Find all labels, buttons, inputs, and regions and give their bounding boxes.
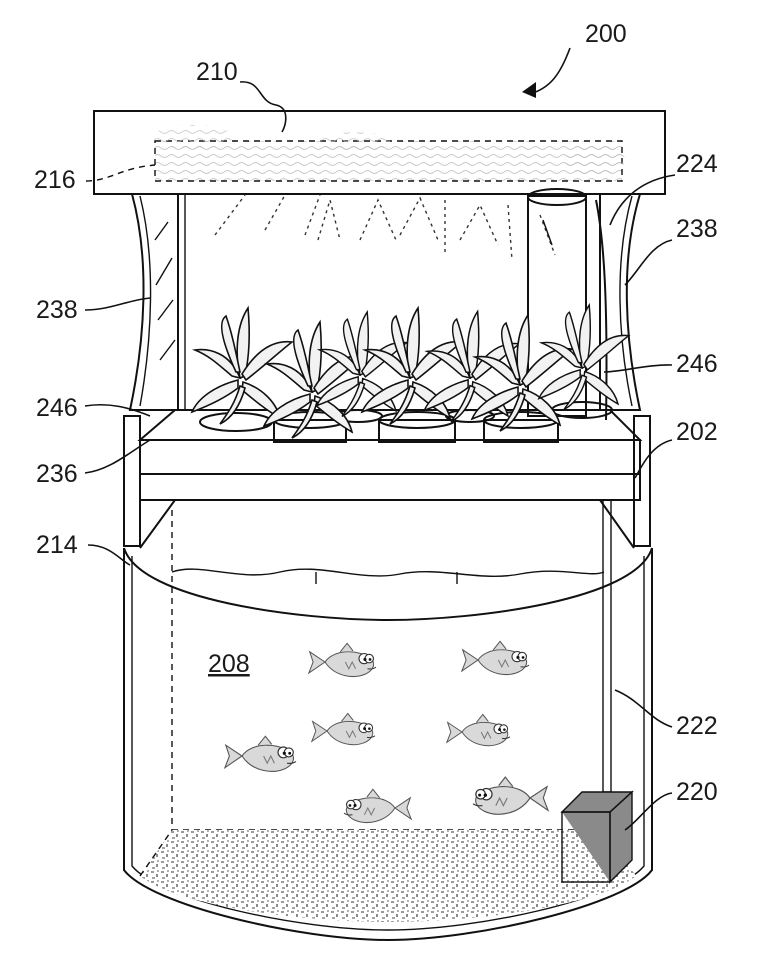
leader-lines bbox=[84, 47, 676, 831]
label-222: 222 bbox=[676, 712, 718, 740]
light-rays bbox=[214, 194, 556, 261]
light-hood bbox=[93, 110, 666, 195]
pump-assembly bbox=[560, 499, 634, 884]
plants bbox=[191, 304, 630, 439]
label-236: 236 bbox=[36, 460, 78, 488]
gravel-bed bbox=[140, 830, 636, 922]
fish bbox=[343, 788, 412, 824]
fish bbox=[472, 776, 549, 815]
label-246-left: 246 bbox=[36, 394, 78, 422]
label-216: 216 bbox=[34, 166, 76, 194]
fish-school bbox=[224, 640, 549, 824]
light-cord bbox=[595, 199, 608, 421]
label-214: 214 bbox=[36, 531, 78, 559]
fish bbox=[224, 735, 297, 772]
side-panel-right bbox=[599, 193, 642, 411]
label-238-left: 238 bbox=[36, 296, 78, 324]
fish bbox=[461, 640, 530, 676]
label-220: 220 bbox=[676, 778, 718, 806]
support-frame bbox=[123, 415, 651, 549]
fish bbox=[311, 712, 376, 746]
side-panel-left bbox=[128, 193, 186, 411]
fish-tank bbox=[123, 510, 653, 942]
label-238-right: 238 bbox=[676, 215, 718, 243]
label-202: 202 bbox=[676, 418, 718, 446]
label-210: 210 bbox=[196, 58, 238, 86]
pump-tube bbox=[602, 499, 612, 793]
water-surface bbox=[171, 568, 605, 577]
plant-cups bbox=[199, 401, 613, 443]
label-208: 208 bbox=[208, 650, 250, 678]
fish bbox=[446, 713, 511, 747]
label-200: 200 bbox=[585, 20, 627, 48]
fish bbox=[308, 642, 377, 678]
label-246-right: 246 bbox=[676, 350, 718, 378]
label-224: 224 bbox=[676, 150, 718, 178]
